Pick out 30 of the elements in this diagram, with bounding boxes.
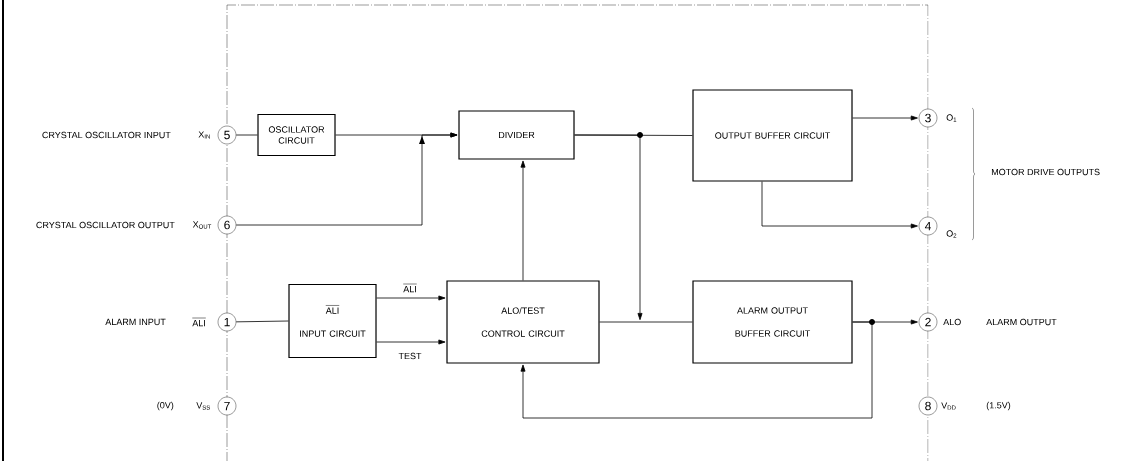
pin-label: O$_{1}$	[946, 114, 957, 122]
arrow	[852, 115, 918, 121]
arrow	[376, 295, 446, 301]
arrow	[520, 160, 526, 281]
pin-label: CRYSTAL OSCILLATOR INPUT	[42, 131, 171, 139]
pin-label: (0V)	[157, 401, 174, 411]
arrow	[376, 339, 446, 345]
buffer-box: ALARM OUTPUT BUFFER CIRCUIT	[692, 280, 853, 364]
pin-label: ALARM OUTPUT	[986, 318, 1057, 326]
pin-label: ALO	[943, 318, 961, 326]
group-label: MOTOR DRIVE OUTPUTS	[991, 168, 1100, 176]
pin-label: ALI	[192, 317, 207, 327]
pin-label: O$_{2}$	[946, 230, 957, 238]
pin-label: V$_{DD}$	[941, 402, 956, 410]
oscillator-box: OSCILLATOR CIRCUIT	[257, 113, 336, 157]
pin-label: (1.5V)	[986, 401, 1011, 411]
pin-label: V$_{SS}$	[196, 402, 211, 410]
arrow	[520, 321, 873, 419]
pin-label: X$_{IN}$	[198, 131, 210, 139]
arrow	[574, 134, 643, 321]
arrow	[235, 132, 458, 226]
pin-label: CRYSTAL OSCILLATOR OUTPUT	[36, 221, 175, 229]
input-box: ALI INPUT CIRCUIT	[288, 283, 377, 359]
arrow	[761, 181, 918, 229]
control-box: ALO/TEST CONTROL CIRCUIT	[446, 280, 600, 364]
pin-label: ALARM INPUT	[105, 318, 166, 326]
pin-label: X$_{OUT}$	[192, 221, 212, 229]
edge-label: TEST	[398, 352, 422, 360]
buffer-box: OUTPUT BUFFER CIRCUIT	[692, 89, 853, 182]
edge-label: ALI	[403, 283, 417, 293]
